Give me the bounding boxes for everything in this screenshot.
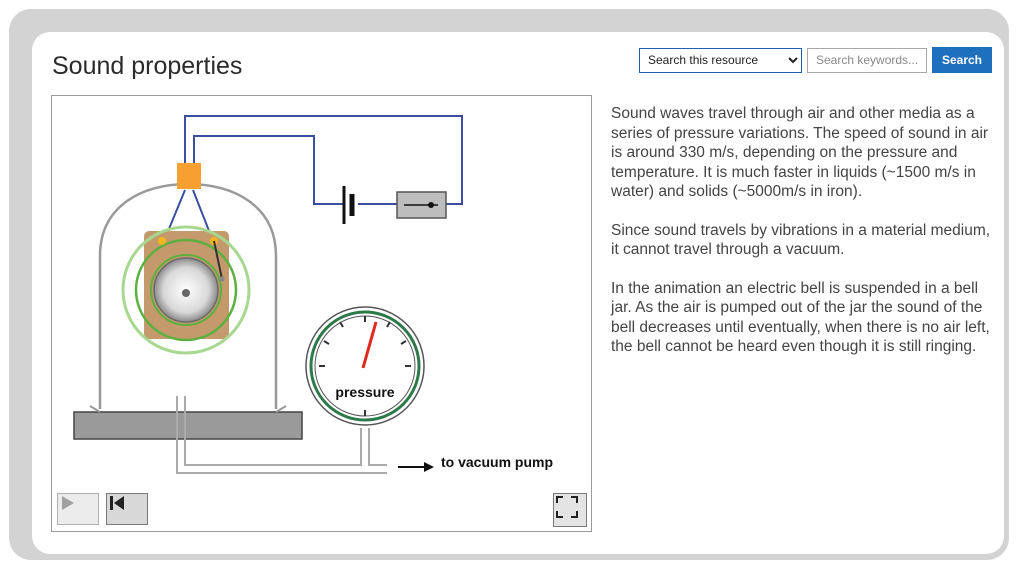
electric-bell bbox=[121, 225, 251, 355]
circuit-wires bbox=[163, 115, 463, 242]
description-text: Sound waves travel through air and other… bbox=[611, 104, 996, 376]
play-button[interactable] bbox=[57, 493, 99, 525]
arrow-right-icon bbox=[398, 462, 434, 472]
description-paragraph: In the animation an electric bell is sus… bbox=[611, 279, 990, 356]
content-panel: Sound properties Search this resource Se… bbox=[32, 32, 1004, 554]
outer-frame: Sound properties Search this resource Se… bbox=[9, 9, 1009, 560]
skip-to-start-icon bbox=[110, 496, 124, 510]
vacuum-pipe bbox=[176, 396, 387, 474]
pressure-gauge bbox=[305, 306, 425, 426]
reset-button[interactable] bbox=[106, 493, 148, 525]
search-scope-select[interactable]: Search this resource bbox=[639, 47, 802, 73]
bell-jar-diagram: pressure to vacuum pump bbox=[73, 115, 553, 474]
pressure-needle bbox=[361, 321, 378, 369]
sound-simulation: pressure to vacuum pump bbox=[51, 95, 592, 532]
battery-icon bbox=[342, 186, 355, 224]
pressure-label: pressure bbox=[335, 384, 394, 400]
page-title: Sound properties bbox=[52, 52, 243, 80]
base-plate bbox=[73, 411, 303, 440]
play-icon bbox=[62, 496, 74, 510]
search-bar: Search this resource Search bbox=[639, 47, 992, 73]
vacuum-pump-label: to vacuum pump bbox=[441, 454, 553, 470]
switch-icon bbox=[396, 191, 447, 219]
description-paragraph: Sound waves travel through air and other… bbox=[611, 105, 989, 200]
fullscreen-button[interactable] bbox=[553, 493, 587, 527]
fullscreen-icon bbox=[556, 496, 578, 518]
search-button[interactable]: Search bbox=[932, 47, 992, 73]
search-input[interactable] bbox=[807, 47, 927, 73]
description-paragraph: Since sound travels by vibrations in a m… bbox=[611, 221, 991, 259]
connector-block bbox=[177, 163, 201, 189]
